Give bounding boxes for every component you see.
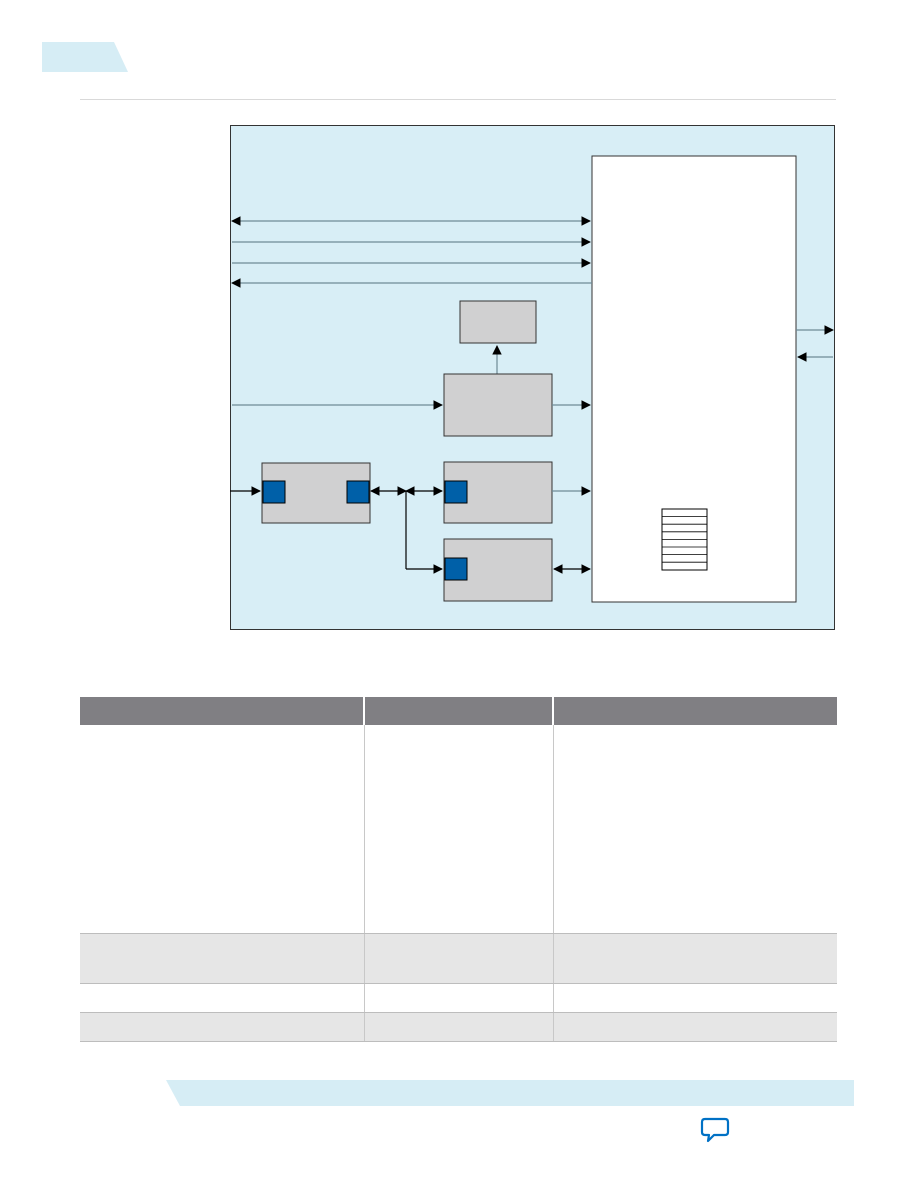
table-cell [364, 933, 554, 984]
table-cell [80, 933, 365, 984]
table-header-row [80, 697, 837, 725]
small-block [459, 300, 537, 344]
table-cell [364, 725, 554, 934]
header-rule [80, 99, 836, 100]
table-cell [364, 983, 554, 1013]
table-cell [80, 1012, 365, 1042]
table-row [80, 933, 837, 984]
footer-band [166, 1080, 854, 1106]
header-tab [42, 42, 128, 72]
table-cell [80, 725, 365, 934]
port-left [262, 480, 286, 504]
table-row [80, 1012, 837, 1042]
speech-bubble-icon[interactable] [700, 1117, 730, 1143]
column-header [80, 697, 365, 725]
block-diagram [230, 125, 835, 630]
table-cell [364, 1012, 554, 1042]
column-header [553, 697, 837, 725]
data-table [80, 697, 837, 1042]
table-row [80, 725, 837, 934]
table-cell [553, 983, 837, 1013]
port-right [346, 480, 370, 504]
table-cell [553, 725, 837, 934]
port-lower-2 [444, 557, 468, 581]
table-cell [553, 1012, 837, 1042]
middle-block [443, 373, 553, 437]
table-row [80, 983, 837, 1013]
table-cell [80, 983, 365, 1013]
column-header [364, 697, 554, 725]
table-cell [553, 933, 837, 984]
port-lower-1 [444, 480, 468, 504]
register-stack [661, 508, 708, 571]
